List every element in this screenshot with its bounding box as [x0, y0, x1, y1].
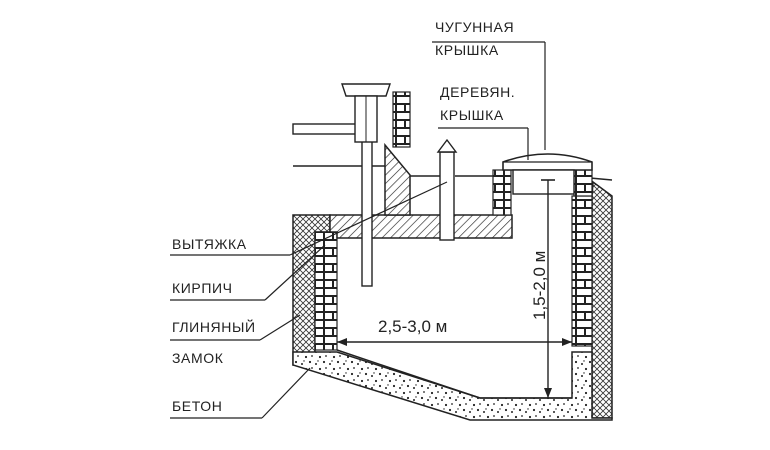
clay-lock-leader-diag: [259, 314, 301, 341]
brick-wall-left: [314, 231, 338, 351]
wooden-lid-label-2: КРЫШКА: [440, 107, 504, 123]
inlet-pipe: [292, 83, 391, 287]
cast-iron-lid-label-2: КРЫШКА: [435, 42, 499, 58]
pit-inner-floor: [336, 349, 572, 399]
lid-neck-brick-right: [573, 169, 593, 197]
depth-dimension: [541, 179, 555, 398]
brick-leader-diag: [264, 244, 326, 301]
brick-label: КИРПИЧ: [172, 280, 233, 296]
brick-chimney: [392, 91, 411, 148]
wooden-lid-label-1: ДЕРЕВЯН.: [440, 84, 515, 100]
clay-lock-layer-right: [591, 180, 613, 419]
brick-wall-right: [571, 195, 593, 347]
concrete-floor: [292, 351, 613, 421]
cast-iron-lid: [502, 153, 593, 195]
width-dimension-label: 2,5-3,0 м: [378, 317, 447, 336]
clay-lock-label-1: ГЛИНЯНЫЙ: [172, 318, 256, 335]
width-dimension: [337, 338, 572, 346]
clay-lock-label-2: ЗАМОК: [172, 350, 224, 366]
vent-leader-diag: [289, 181, 448, 256]
lid-neck-brick-left: [492, 169, 512, 216]
cast-iron-lid-label-1: ЧУГУННАЯ: [435, 19, 514, 35]
hatched-column: [384, 142, 411, 216]
depth-dimension-label: 1,5-2,0 м: [530, 251, 549, 320]
vent-label: ВЫТЯЖКА: [172, 236, 247, 252]
concrete-label: БЕТОН: [172, 398, 222, 414]
vent-pipe: [436, 138, 458, 241]
concrete-leader-diag: [261, 367, 311, 419]
top-slab: [329, 214, 513, 239]
